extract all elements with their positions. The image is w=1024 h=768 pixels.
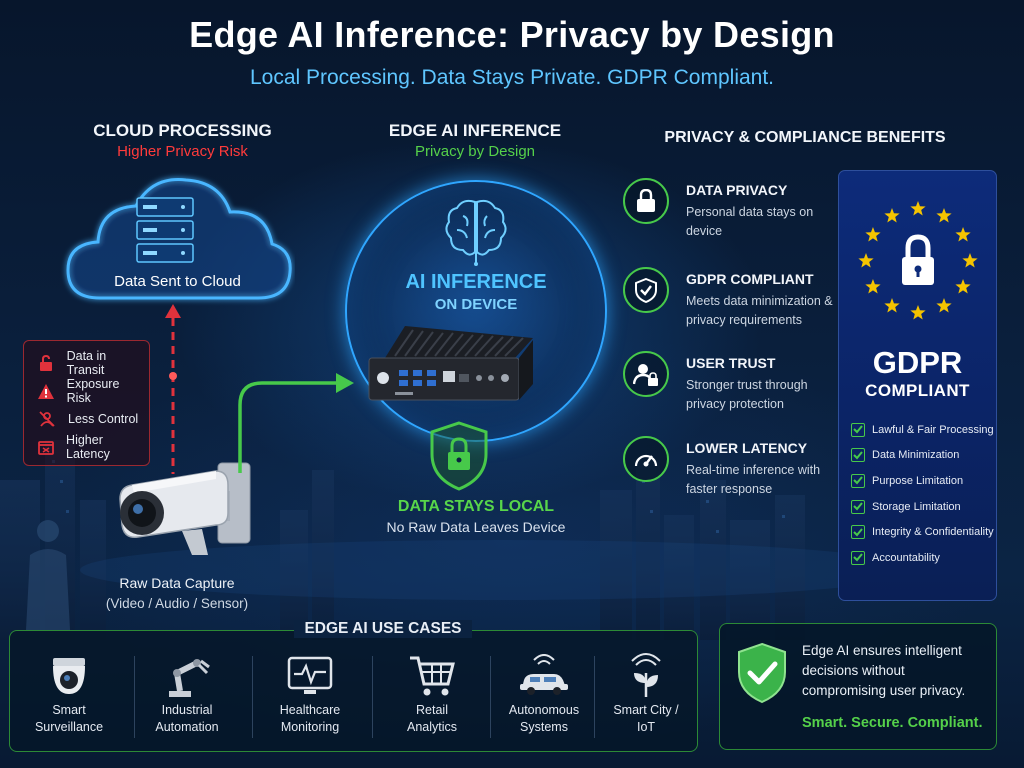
ai-brain-icon (445, 199, 507, 266)
lock-icon (623, 178, 669, 224)
cloud-subheading: Higher Privacy Risk (117, 143, 248, 160)
divider (594, 656, 595, 738)
eu-stars-lock-icon (858, 201, 978, 320)
divider (134, 656, 135, 738)
use-cases-heading: EDGE AI USE CASES (294, 620, 472, 638)
risk-item: Higher Latency (32, 433, 141, 461)
checkbox-icon (851, 550, 865, 565)
gdpr-principle: Purpose Limitation (851, 468, 997, 494)
user-lock-icon (623, 351, 669, 397)
use-case-smart-surveillance: Smart Surveillance (17, 650, 121, 746)
risk-item: Data in Transit (32, 349, 141, 377)
data-local-heading: DATA STAYS LOCAL (397, 498, 555, 515)
checkbox-icon (851, 499, 865, 514)
iot-plant-icon (594, 650, 698, 702)
eu-star-icon (884, 298, 900, 313)
gdpr-title: GDPR (872, 345, 963, 380)
eu-star-icon (962, 253, 978, 268)
use-cases-panel (9, 630, 698, 752)
eu-star-icon (955, 279, 971, 294)
eu-star-icon (936, 207, 952, 223)
checkbox-icon (851, 473, 865, 488)
page-subtitle: Local Processing. Data Stays Private. GD… (249, 66, 775, 89)
checkbox-icon (851, 525, 865, 540)
eu-star-icon (910, 201, 926, 216)
upload-arrow (165, 304, 181, 474)
warning-icon (38, 382, 55, 400)
eu-star-icon (910, 305, 926, 320)
on-device-label: ON DEVICE (434, 296, 518, 313)
edge-heading: EDGE AI INFERENCE (388, 121, 562, 140)
ai-inference-label: AI INFERENCE (405, 271, 547, 293)
shield-check-icon (738, 642, 786, 704)
speedometer-icon (623, 436, 669, 482)
eu-star-icon (936, 298, 952, 313)
eu-star-icon (955, 227, 971, 242)
checkbox-icon (851, 448, 865, 463)
use-case-retail-analytics: Retail Analytics (380, 650, 484, 746)
capture-heading: Raw Data Capture (119, 575, 235, 591)
benefit-gdpr-compliant: GDPR COMPLIANT Meets data minimization &… (623, 267, 833, 337)
gdpr-principle: Storage Limitation (851, 494, 997, 520)
divider (490, 656, 491, 738)
eu-star-icon (884, 207, 900, 223)
benefit-lower-latency: LOWER LATENCY Real-time inference with f… (623, 436, 833, 506)
shield-check-icon (623, 267, 669, 313)
server-rack-icon (136, 197, 194, 263)
unlock-icon (38, 354, 55, 372)
divider (252, 656, 253, 738)
page-title: Edge AI Inference: Privacy by Design (189, 14, 835, 55)
summary-text: Edge AI ensures intelligent decisions wi… (802, 643, 966, 698)
gdpr-principle: Accountability (851, 545, 997, 571)
cloud-risk-list: Data in Transit Exposure Risk Less Contr… (23, 340, 150, 466)
data-local-subheading: No Raw Data Leaves Device (386, 519, 566, 535)
gdpr-principles-list: Lawful & Fair Processing Data Minimizati… (851, 417, 997, 571)
use-case-autonomous-systems: Autonomous Systems (492, 650, 596, 746)
eu-star-icon (865, 227, 881, 242)
benefit-data-privacy: DATA PRIVACY Personal data stays on devi… (623, 178, 833, 248)
risk-item: Exposure Risk (32, 377, 141, 405)
cloud-heading: CLOUD PROCESSING (93, 121, 272, 140)
benefit-user-trust: USER TRUST Stronger trust through privac… (623, 351, 833, 421)
dome-camera-icon (17, 650, 121, 702)
use-case-smart-city-iot: Smart City / IoT (594, 650, 698, 746)
shopping-cart-icon (380, 650, 484, 702)
security-camera-icon (119, 462, 251, 555)
capture-subheading: (Video / Audio / Sensor) (105, 596, 249, 611)
local-flow-arrow (238, 373, 354, 473)
checkbox-icon (851, 422, 865, 437)
latency-icon (38, 438, 54, 456)
car-icon (492, 650, 596, 702)
eu-star-icon (865, 279, 881, 294)
robot-arm-icon (135, 650, 239, 702)
divider (372, 656, 373, 738)
benefits-heading: PRIVACY & COMPLIANCE BENEFITS (664, 129, 946, 146)
summary-tagline: Smart. Secure. Compliant. (802, 715, 983, 731)
cloud-label: Data Sent to Cloud (114, 273, 241, 290)
city-skyline-background (0, 440, 920, 640)
eu-star-icon (858, 253, 874, 268)
gdpr-principle: Integrity & Confidentiality (851, 519, 997, 545)
no-control-icon (38, 410, 56, 428)
heart-monitor-icon (258, 650, 362, 702)
shield-lock-icon (430, 421, 488, 491)
person-silhouette (26, 520, 70, 630)
gdpr-principle: Data Minimization (851, 443, 997, 469)
use-case-healthcare-monitoring: Healthcare Monitoring (258, 650, 362, 746)
gdpr-principle: Lawful & Fair Processing (851, 417, 997, 443)
use-case-industrial-automation: Industrial Automation (135, 650, 239, 746)
risk-item: Less Control (32, 405, 141, 433)
gdpr-compliant-label: COMPLIANT (865, 381, 970, 400)
edge-device-icon (368, 326, 533, 401)
edge-subheading: Privacy by Design (414, 143, 536, 160)
